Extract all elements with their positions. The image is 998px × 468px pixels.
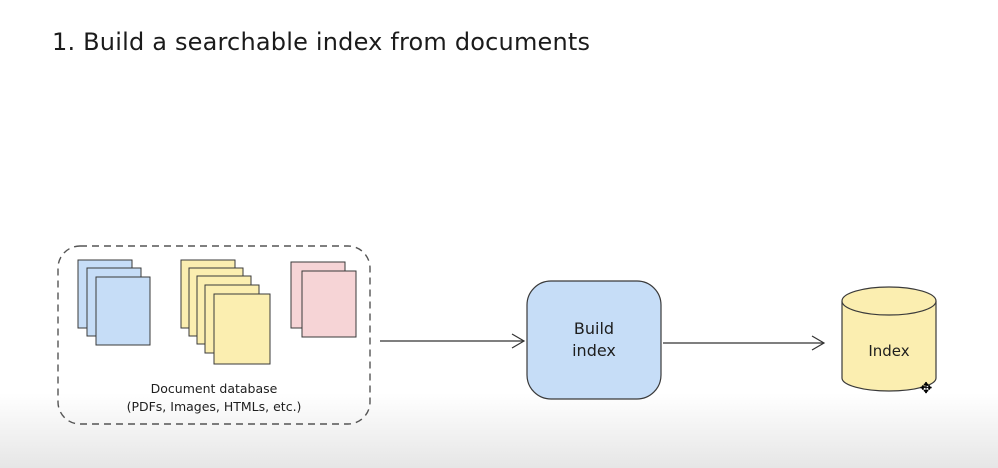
build-index-label-line1: Build [573,319,615,338]
document-database-subtitle: (PDFs, Images, HTMLs, etc.) [126,399,302,414]
document-database-group [57,245,371,425]
build-index-label: Build index [527,318,661,362]
pink-doc-stack [290,261,357,338]
arrow-database-to-build [380,333,526,349]
index-cylinder [841,286,937,392]
yellow-doc-stack [180,259,271,365]
build-index-box [526,280,662,400]
document-page-icon [95,276,151,346]
document-database-caption: Document database (PDFs, Images, HTMLs, … [58,380,370,416]
page-title: 1. Build a searchable index from documen… [52,28,591,56]
arrow-build-to-index [663,335,826,351]
index-label: Index [868,342,910,360]
document-page-icon [301,270,357,338]
move-cursor-icon: ✥ [919,379,933,397]
document-page-icon [213,293,271,365]
blue-doc-stack [77,259,151,346]
document-database-title: Document database [150,381,278,396]
build-index-label-line2: index [572,341,616,360]
